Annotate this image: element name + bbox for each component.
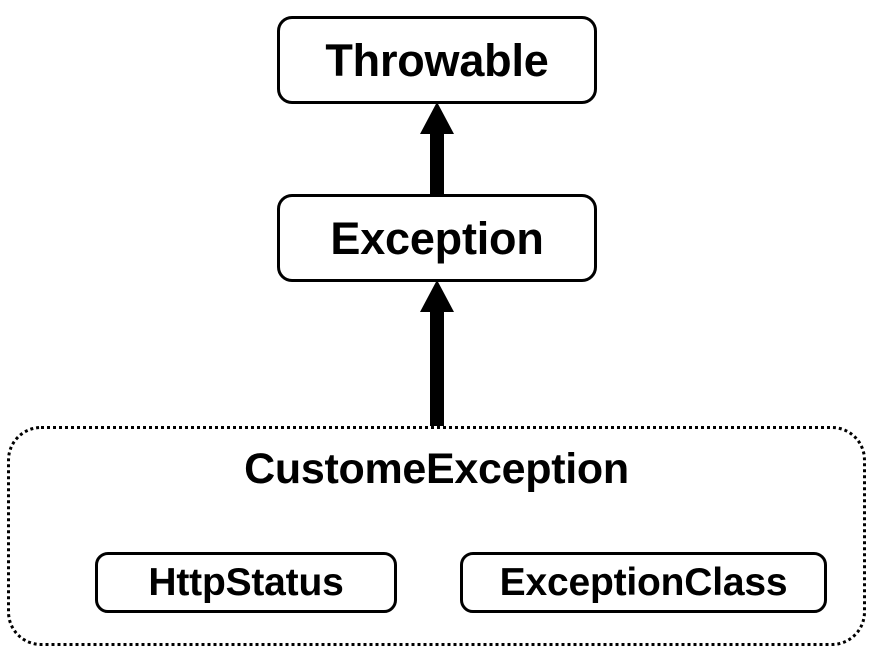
node-throwable[interactable]: Throwable <box>277 16 597 104</box>
node-httpstatus[interactable]: HttpStatus <box>95 552 397 613</box>
arrow-up-icon <box>420 280 454 428</box>
node-exception[interactable]: Exception <box>277 194 597 282</box>
node-throwable-label: Throwable <box>325 34 549 86</box>
inheritance-arrow-customexception-to-exception <box>420 280 454 428</box>
inheritance-arrow-exception-to-throwable <box>420 102 454 196</box>
node-exceptionclass-label: ExceptionClass <box>499 561 788 604</box>
node-customexception-group[interactable]: CustomeException HttpStatus ExceptionCla… <box>7 426 866 646</box>
arrow-up-icon <box>420 102 454 196</box>
node-exception-label: Exception <box>330 212 544 264</box>
node-exceptionclass[interactable]: ExceptionClass <box>460 552 827 613</box>
node-customexception-label: CustomeException <box>244 445 629 493</box>
node-httpstatus-label: HttpStatus <box>148 561 344 604</box>
